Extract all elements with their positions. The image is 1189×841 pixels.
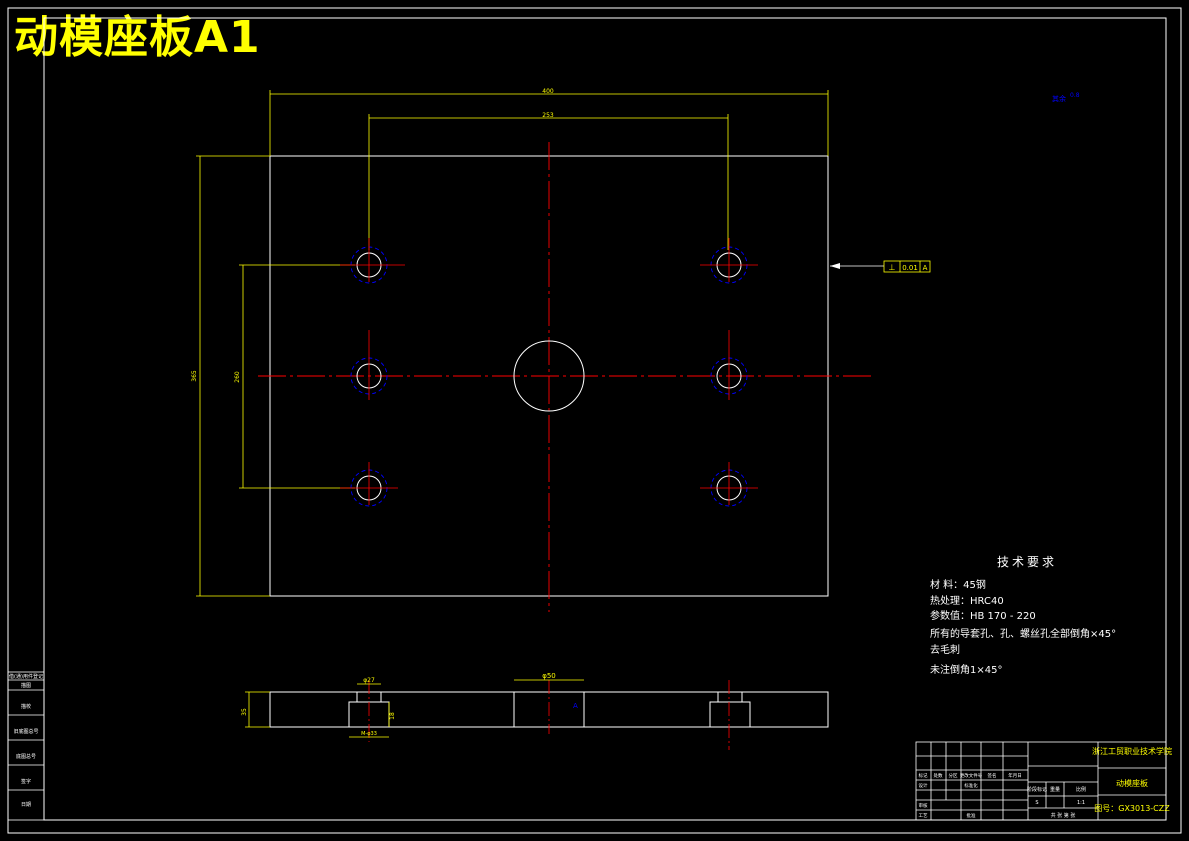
title-block-person: 审核 [919, 802, 928, 809]
dim-counterbore-label: φ27 [363, 677, 375, 684]
dim-center-hole-label: φ50 [542, 672, 556, 680]
dim-hole-spacing-x-label: 253 [542, 112, 554, 119]
school-name: 浙江工贸职业技术学院 [1092, 746, 1172, 756]
dim-hole-spacing-x [368, 114, 729, 250]
tech-req-line: 未注倒角1×45° [930, 663, 1002, 676]
dim-hole-spacing-y-label: 260 [234, 371, 241, 383]
dim-thread-label: M-φ33 [361, 731, 377, 737]
section-view [245, 679, 829, 750]
dim-overall-height-label: 365 [191, 370, 198, 382]
guide-hole [710, 330, 748, 400]
tech-req-line: 参数值：HB 170 - 220 [930, 609, 1036, 622]
tolerance-datum: A [923, 264, 928, 272]
part-name: 动模座板 [1116, 778, 1148, 788]
left-strip-label: 签字 [21, 778, 31, 785]
tech-req-line: 材 料：45钢 [930, 578, 986, 591]
scale-label: 阶段标记 [1027, 786, 1047, 793]
section-mark: A [573, 702, 578, 710]
centerlines [258, 142, 872, 612]
guide-hole [700, 238, 758, 284]
dim-hole-spacing-y [239, 264, 355, 489]
title-block-person: 设计 [919, 782, 928, 789]
sheet-count: 共 张 第 张 [1051, 812, 1076, 819]
title-block-row-label: 签名 [988, 772, 997, 779]
drawing-number: 图号：GX3013-CZZ [1094, 804, 1170, 813]
inner-frame [43, 17, 1167, 821]
scale-value: 1:1 [1077, 800, 1085, 806]
left-side-strip [7, 671, 45, 821]
roughness-value: 0.8 [1070, 92, 1080, 99]
left-strip-label: 描图 [21, 682, 31, 689]
guide-hole [700, 462, 758, 507]
dim-overall-height [196, 155, 270, 597]
scale-label: 重量 [1050, 786, 1060, 793]
dim-overall-width-label: 400 [542, 88, 554, 95]
title-block-grid [915, 741, 1167, 821]
title-block-row-label: 处数 [934, 772, 943, 779]
drawing-title: 动模座板A1 [14, 12, 261, 63]
title-block-row-label: 更改文件号 [960, 772, 983, 779]
title-block-person: 批准 [967, 812, 976, 819]
guide-hole [340, 238, 405, 284]
guide-hole [350, 330, 388, 400]
title-block-row-label: 标记 [919, 772, 928, 779]
dim-overall-width [269, 90, 829, 156]
left-strip-label: 日期 [21, 802, 31, 808]
dim-depth-label: 18 [389, 712, 396, 720]
scale-label: 比例 [1076, 786, 1086, 793]
center-hole [513, 340, 585, 412]
guide-hole-group [340, 238, 758, 507]
guide-hole [340, 462, 398, 507]
roughness-note: 其余 [1052, 94, 1066, 103]
title-block-row-label: 年月日 [1008, 772, 1022, 779]
title-block-person: 标准化 [964, 782, 978, 789]
tech-req-line: 所有的导套孔、孔、螺丝孔全部倒角×45° [930, 627, 1116, 640]
tolerance-value: 0.01 [902, 264, 918, 272]
title-block-row-label: 分区 [949, 772, 958, 779]
left-strip-label: 底图总号 [16, 753, 36, 760]
scale-value: S [1035, 800, 1038, 806]
tech-req-heading: 技术要求 [997, 555, 1057, 569]
left-strip-label: 旧底图总号 [13, 728, 38, 735]
tolerance-frame [830, 260, 931, 273]
title-block-person: 工艺 [919, 813, 928, 819]
dim-thickness-label: 35 [241, 708, 248, 716]
tolerance-symbol: ⊥ [889, 263, 896, 272]
tech-req-line: 热处理：HRC40 [930, 594, 1004, 607]
left-strip-label: 描校 [21, 703, 31, 710]
left-strip-label: 借(通)用件登记 [9, 673, 43, 680]
outer-frame [7, 7, 1182, 834]
tech-req-line: 去毛刺 [930, 644, 960, 656]
